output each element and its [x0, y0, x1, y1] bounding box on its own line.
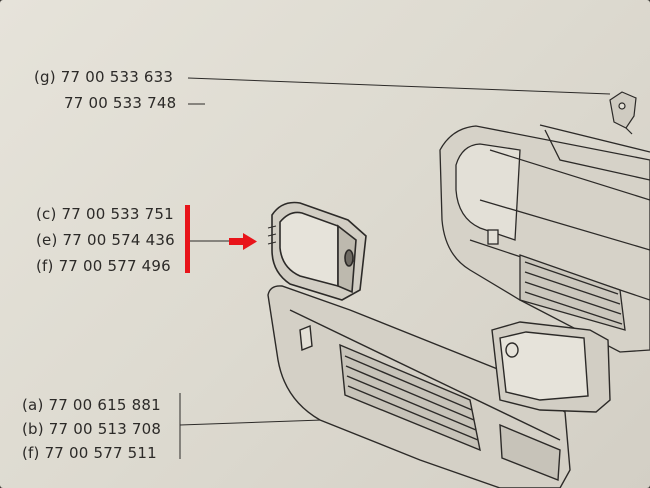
part-label-a: (a) 77 00 615 881	[22, 396, 161, 414]
part-code: (e)	[36, 231, 58, 249]
part-number: 77 00 533 751	[61, 205, 174, 223]
front-grille-panel-upper	[439, 124, 650, 353]
part-label-g-1: (g) 77 00 533 633	[34, 68, 173, 86]
mounting-bracket-part	[609, 91, 637, 135]
part-label-g-2: 77 00 533 748	[64, 94, 176, 112]
part-number: 77 00 577 496	[58, 257, 171, 275]
part-code: (g)	[34, 68, 56, 86]
part-number: 77 00 577 511	[44, 444, 157, 462]
front-grille-panel-lower	[267, 285, 571, 488]
part-label-c: (c) 77 00 533 751	[36, 205, 174, 223]
part-code: (f)	[36, 257, 54, 275]
part-label-e: (e) 77 00 574 436	[36, 231, 175, 249]
headlight-surround-part-right	[491, 321, 611, 413]
part-code: (c)	[36, 205, 57, 223]
part-label-f2: (f) 77 00 577 511	[22, 444, 157, 462]
highlight-arrow-head	[243, 233, 257, 250]
highlight-arrow-shaft	[229, 238, 245, 245]
highlight-bar	[185, 205, 190, 273]
highlight-marker	[185, 205, 257, 273]
part-number: 77 00 533 633	[60, 68, 174, 86]
part-label-f: (f) 77 00 577 496	[36, 257, 171, 275]
part-number: 77 00 615 881	[48, 396, 161, 414]
part-code: (b)	[22, 420, 44, 438]
part-number: 77 00 533 748	[64, 94, 177, 112]
part-code: (a)	[22, 396, 44, 414]
part-label-b: (b) 77 00 513 708	[22, 420, 161, 438]
leader-line-g-633	[187, 77, 611, 95]
headlight-surround-part	[267, 201, 367, 301]
part-number: 77 00 513 708	[48, 420, 162, 438]
part-number: 77 00 574 436	[62, 231, 175, 249]
part-code: (f)	[22, 444, 40, 462]
